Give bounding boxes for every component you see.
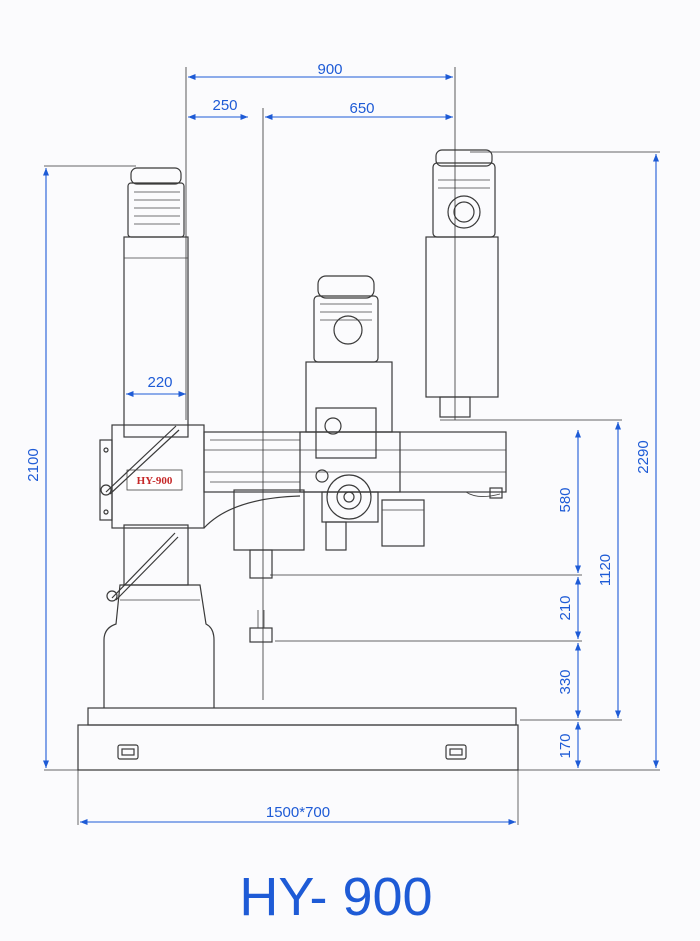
dim-220: 220 [147,374,172,391]
extension-lines [44,67,660,771]
dim-170: 170 [557,733,574,758]
dim-580: 580 [557,487,574,512]
dim-1120: 1120 [597,554,614,586]
drill-head-lower [233,275,425,643]
dim-2290: 2290 [635,440,652,473]
dim-1500x700: 1500*700 [266,804,330,821]
dim-900: 900 [317,61,342,78]
radial-arm [203,431,507,529]
model-plate: HY-900 [137,475,173,487]
drill-head-upper [425,149,499,418]
machine-outline: HY-900 [77,149,519,825]
column-pedestal [103,584,215,708]
dimension-lines [42,73,660,826]
dimension-labels: 900 250 650 220 2100 2290 580 1120 210 3… [25,61,652,821]
column [123,167,189,586]
model-title: HY- 900 [239,867,432,927]
dim-2100: 2100 [25,448,42,481]
dim-210: 210 [557,595,574,620]
dim-250: 250 [212,97,237,114]
dim-330: 330 [557,669,574,694]
dim-650: 650 [349,100,374,117]
clamp-levers [100,425,180,602]
arm-sleeve: HY-900 [99,424,205,529]
